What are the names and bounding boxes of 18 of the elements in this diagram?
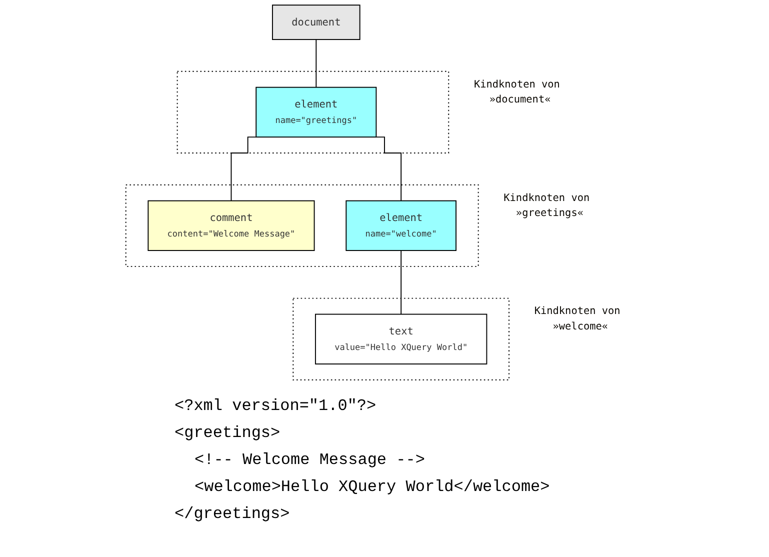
code-line: <greetings> xyxy=(174,423,282,444)
node-box: document xyxy=(272,4,360,40)
connector xyxy=(400,250,402,315)
code-line: </greetings> xyxy=(174,504,291,525)
node-label: Kindknoten von »welcome« xyxy=(534,304,620,332)
node-label: Kindknoten von »greetings« xyxy=(503,191,590,219)
connector xyxy=(315,39,316,88)
cluster xyxy=(124,184,478,267)
cluster xyxy=(292,298,509,380)
code-line: <welcome>Hello XQuery World</welcome> xyxy=(194,477,551,498)
code-line: <?xml version="1.0"?> xyxy=(174,396,378,417)
node-box: comment content="Welcome Message" xyxy=(147,200,314,251)
node-box: element name="welcome" xyxy=(345,200,456,251)
node-box: text value="Hello XQuery World" xyxy=(314,314,487,364)
node-label: Kindknoten von »document« xyxy=(473,78,560,106)
cluster xyxy=(176,70,449,154)
node-box: element name="greetings" xyxy=(255,86,376,138)
code-line: <!-- Welcome Message --> xyxy=(194,450,426,471)
